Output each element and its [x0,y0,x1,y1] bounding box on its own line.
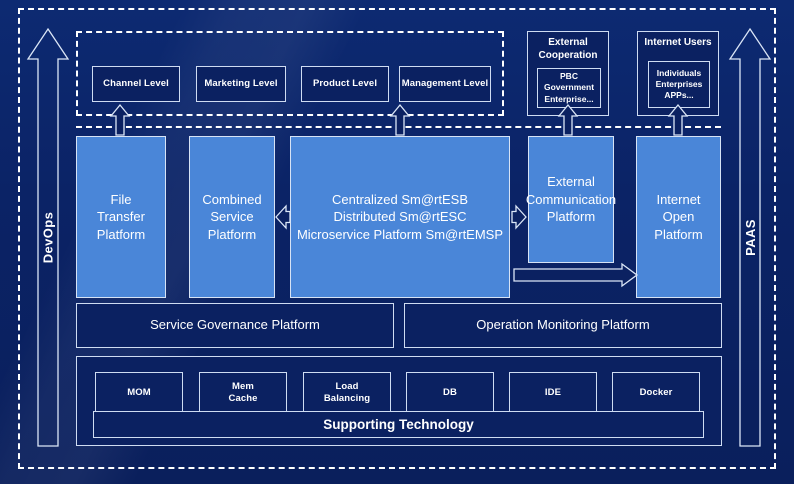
paas-arrow: PAAS [728,25,772,450]
devops-arrow: DevOps [26,25,70,450]
connector-arrow-esb-to-external-right [511,204,527,230]
business-level-channel[interactable]: Channel Level [92,66,180,102]
service-governance-platform[interactable]: Service Governance Platform [76,303,394,348]
internet-users-inner-label: Individuals Enterprises APPs... [655,67,703,101]
internet-users-inner: Individuals Enterprises APPs... [648,61,710,108]
supporting-item-load-balancing[interactable]: Load Balancing [303,372,391,414]
platform-esb-suite[interactable]: Centralized Sm@rtESB Distributed Sm@rtES… [290,136,510,298]
platform-esb-suite-label: Centralized Sm@rtESB Distributed Sm@rtES… [296,191,504,242]
connector-arrow-internet-open-up [667,103,689,136]
supporting-item-db-label: DB [443,387,457,399]
business-level-management[interactable]: Management Level [399,66,491,102]
business-level-product[interactable]: Product Level [301,66,389,102]
business-level-marketing-label: Marketing Level [204,78,278,90]
outer-dashed-frame [18,8,776,469]
supporting-item-mem-cache[interactable]: Mem Cache [199,372,287,414]
devops-arrow-label: DevOps [40,211,56,264]
platform-file-transfer-label: File Transfer Platform [96,191,146,242]
platform-internet-open[interactable]: Internet Open Platform [636,136,721,298]
business-levels-zone [76,31,504,116]
supporting-technology-banner-label: Supporting Technology [323,417,474,432]
paas-arrow-label: PAAS [742,219,758,256]
business-level-management-label: Management Level [401,78,489,90]
connector-arrow-external-comm-up [557,103,579,136]
external-cooperation-inner-label: PBC Government Enterprise... [543,71,595,104]
supporting-item-docker[interactable]: Docker [612,372,700,414]
supporting-item-mom[interactable]: MOM [95,372,183,414]
platform-external-communication[interactable]: External Communication Platform [525,136,617,263]
supporting-item-mom-label: MOM [127,387,151,399]
platform-file-transfer[interactable]: File Transfer Platform [76,136,166,298]
supporting-item-docker-label: Docker [639,387,673,399]
platform-combined-service-label: Combined Service Platform [202,191,262,242]
supporting-item-load-balancing-label: Load Balancing [323,381,371,404]
business-level-product-label: Product Level [312,78,378,90]
connector-arrow-esb-up [389,103,411,136]
supporting-technology-banner: Supporting Technology [93,411,704,438]
operation-monitoring-platform[interactable]: Operation Monitoring Platform [404,303,722,348]
supporting-item-mem-cache-label: Mem Cache [228,381,258,404]
service-governance-platform-label: Service Governance Platform [150,317,320,333]
external-cooperation-title: External Cooperation [538,37,598,61]
external-cooperation-inner: PBC Government Enterprise... [537,68,601,108]
platform-internet-open-label: Internet Open Platform [654,191,703,242]
business-level-marketing[interactable]: Marketing Level [196,66,286,102]
connector-arrow-file-transfer-up [109,103,131,136]
connector-arrow-esb-to-internet-open-right [513,262,639,288]
platform-external-communication-label: External Communication Platform [525,174,617,225]
supporting-item-ide[interactable]: IDE [509,372,597,414]
operation-monitoring-platform-label: Operation Monitoring Platform [476,317,650,333]
supporting-item-ide-label: IDE [544,387,562,399]
supporting-item-db[interactable]: DB [406,372,494,414]
internet-users-box[interactable]: Internet Users Individuals Enterprises A… [637,31,719,116]
business-level-channel-label: Channel Level [103,78,169,90]
platform-combined-service[interactable]: Combined Service Platform [189,136,275,298]
connector-arrow-esb-to-combined-left [275,204,291,230]
internet-users-title: Internet Users [644,37,712,48]
